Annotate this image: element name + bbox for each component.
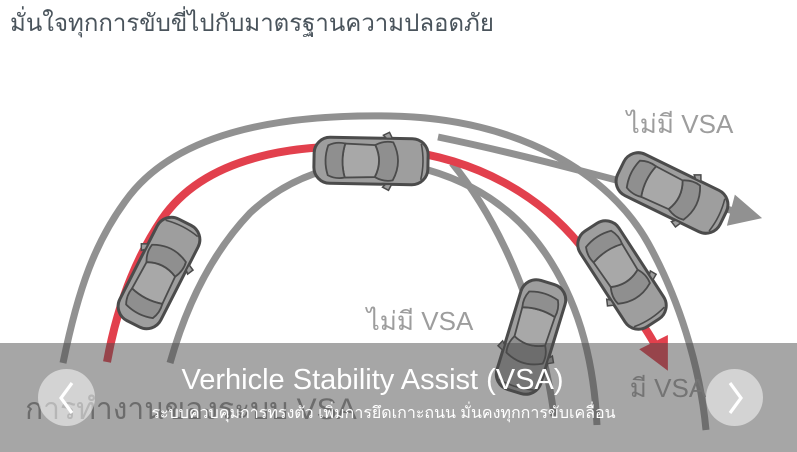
label-no-vsa-top: ไม่มี VSA — [625, 109, 734, 139]
page-title: มั่นใจทุกการขับขี่ไปกับมาตรฐานความปลอดภั… — [10, 10, 494, 37]
chevron-left-icon — [58, 381, 73, 414]
car-entering-curve — [105, 207, 213, 339]
chevron-right-icon — [728, 381, 743, 414]
label-no-vsa-mid: ไม่มี VSA — [365, 306, 474, 336]
next-slide-button[interactable] — [706, 369, 763, 426]
banner-overlay — [0, 343, 797, 452]
road-outer-arc — [59, 112, 710, 431]
prev-slide-button[interactable] — [38, 369, 95, 426]
car-no-vsa-skid — [606, 140, 738, 246]
label-with-vsa: มี VSA — [630, 373, 707, 403]
car-apex — [312, 129, 430, 193]
